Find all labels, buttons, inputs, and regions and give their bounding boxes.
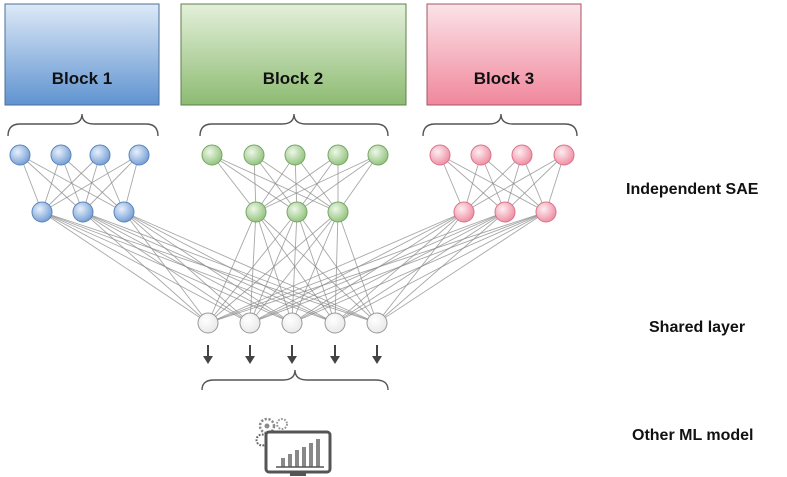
output-arrow-head-5 [372, 356, 382, 364]
independent-sae-label: Independent SAE [626, 181, 759, 198]
shared-layer-node-5 [366, 312, 388, 334]
block-1: Block 1 [4, 3, 160, 106]
shared-layer-node-4 [324, 312, 346, 334]
network-edge [211, 154, 298, 213]
network-edge [207, 211, 506, 324]
network-edge [463, 154, 565, 213]
block-3-input-node-3 [511, 144, 533, 166]
block-2-input-node-4 [327, 144, 349, 166]
monitor-chart-gear-icon [255, 417, 332, 476]
block-2-input-node-2 [243, 144, 265, 166]
network-edge [296, 154, 379, 213]
output-arrow-head-2 [245, 356, 255, 364]
network-edge [211, 154, 257, 213]
block-3-input-node-2 [470, 144, 492, 166]
network-edge [255, 154, 339, 213]
output-arrow-head-1 [203, 356, 213, 364]
block-3-input-node-1 [429, 144, 451, 166]
network-edge [249, 211, 547, 324]
network-edge [255, 154, 296, 213]
block-1-label: Block 1 [52, 69, 112, 88]
network-edge [82, 154, 140, 213]
block-3: Block 3 [426, 3, 582, 106]
network-edge [207, 211, 339, 324]
network-edge [82, 211, 209, 324]
network-edge [255, 211, 336, 324]
brace-block-2 [199, 113, 389, 137]
block-2-label: Block 2 [263, 69, 323, 88]
block-2-input-node-3 [284, 144, 306, 166]
block-2-hidden-node-2 [286, 201, 308, 223]
network-edge [463, 154, 523, 213]
output-arrows [203, 345, 382, 364]
brace-block-1 [7, 113, 159, 137]
block-1-hidden-node-1 [31, 201, 53, 223]
block-2-input-node-5 [367, 144, 389, 166]
network-edge [123, 211, 293, 324]
network-edge [82, 211, 336, 324]
network-edge [60, 154, 125, 213]
network-edge [41, 154, 140, 213]
network-edge [41, 154, 101, 213]
shared-layer-node-3 [281, 312, 303, 334]
block-3-hidden-node-3 [535, 201, 557, 223]
network-edge [41, 211, 209, 324]
block-1-input-node-4 [128, 144, 150, 166]
output-arrow-head-4 [330, 356, 340, 364]
block-3-hidden-node-2 [494, 201, 516, 223]
network-edge [334, 211, 547, 324]
block-1-input-node-2 [50, 144, 72, 166]
block-3-label: Block 3 [474, 69, 534, 88]
network-edge [41, 211, 336, 324]
block-1-hidden-node-3 [113, 201, 135, 223]
block-2-hidden-node-3 [327, 201, 349, 223]
shared-layer-node-1 [197, 312, 219, 334]
block-1-input-node-1 [9, 144, 31, 166]
brace-block-3 [422, 113, 578, 137]
other-ml-model-label: Other ML model [632, 427, 754, 444]
network-edge [255, 154, 379, 213]
network-edge [291, 211, 547, 324]
network-edge [296, 211, 336, 324]
output-arrow-head-3 [287, 356, 297, 364]
block-3-hidden-node-1 [453, 201, 475, 223]
network-edge [504, 154, 565, 213]
network-edges [19, 154, 565, 324]
network-edge [207, 211, 465, 324]
brace-shared [201, 369, 389, 391]
network-edge [207, 211, 298, 324]
network-edge [207, 211, 547, 324]
block-1-hidden-node-2 [72, 201, 94, 223]
shared-layer-node-2 [239, 312, 261, 334]
network-edge [334, 211, 465, 324]
network-nodes [9, 144, 575, 334]
shared-layer-label: Shared layer [649, 319, 745, 336]
block-2-hidden-node-1 [245, 201, 267, 223]
block-3-input-node-4 [553, 144, 575, 166]
block-2-input-node-1 [201, 144, 223, 166]
network-edge [123, 211, 209, 324]
network-edge [207, 211, 257, 324]
network-edge [123, 211, 336, 324]
block-2: Block 2 [180, 3, 407, 106]
network-edge [337, 154, 379, 213]
block-1-input-node-3 [89, 144, 111, 166]
network-edge [376, 211, 547, 324]
